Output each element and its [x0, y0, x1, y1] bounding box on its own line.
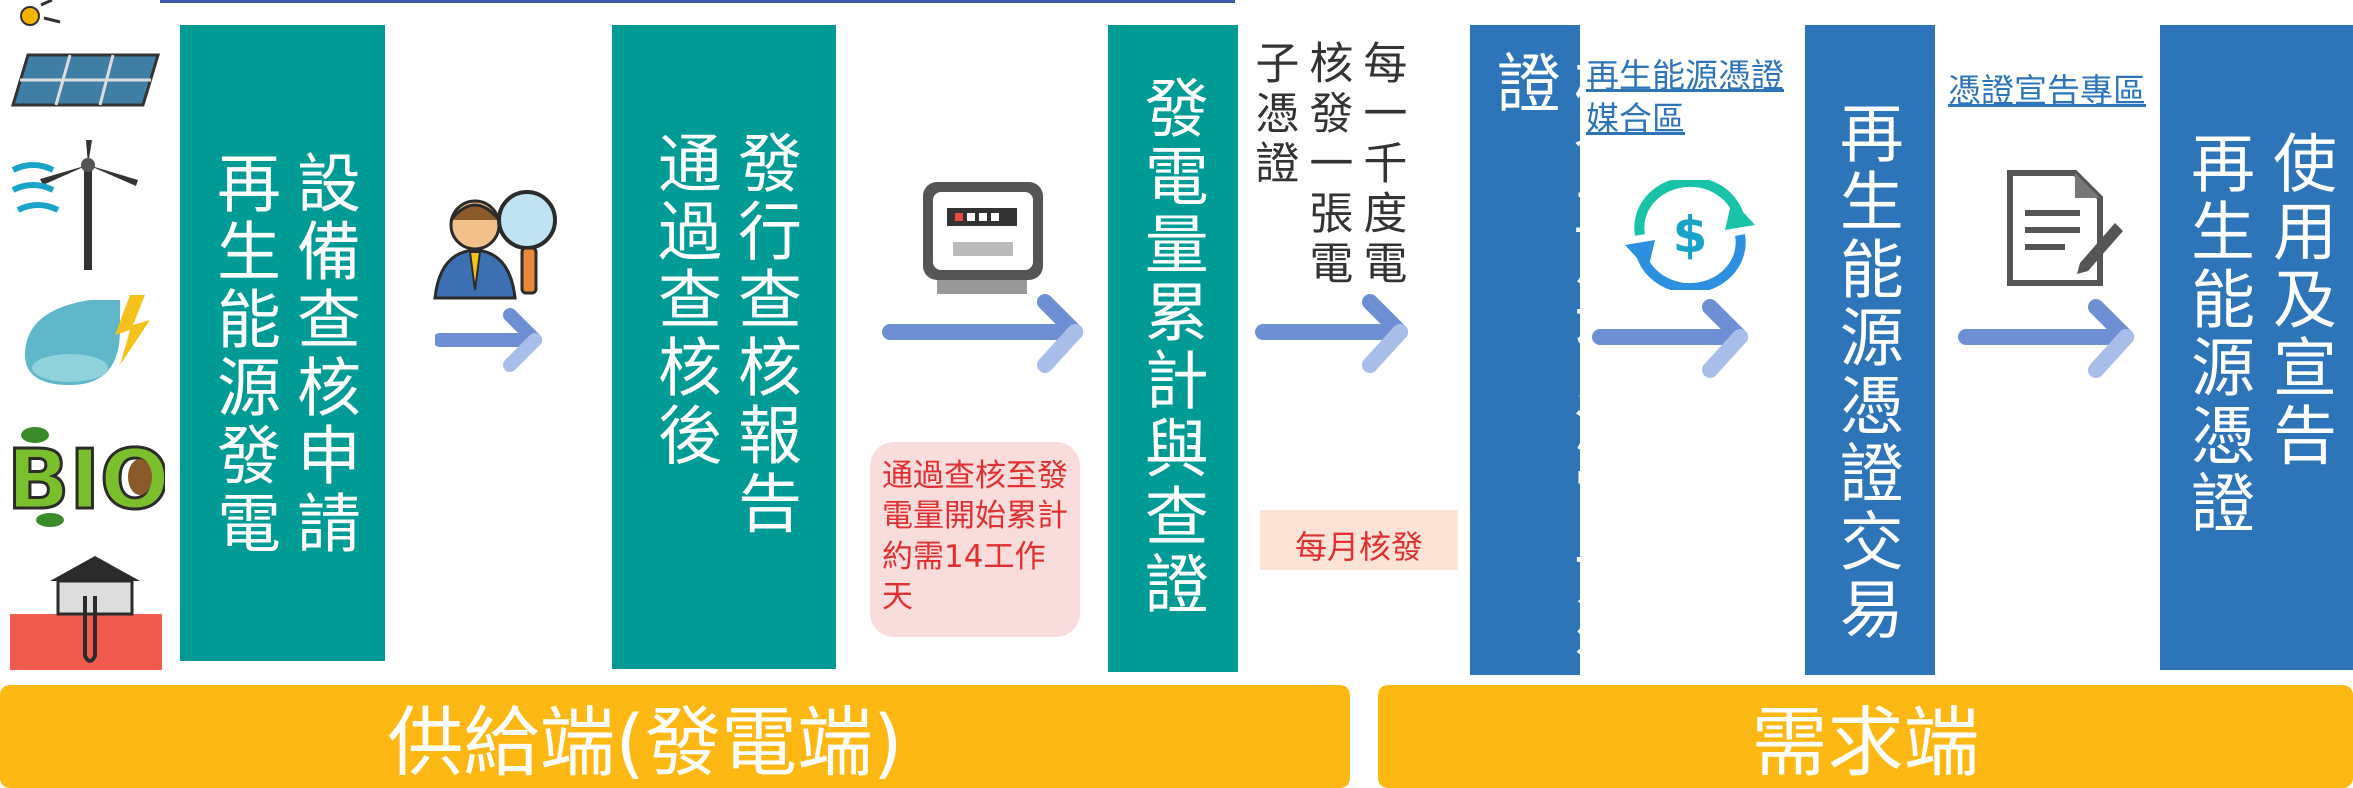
flow-arrow-1	[433, 300, 550, 380]
matching-link-line2: 媒合區	[1586, 98, 1685, 138]
electricity-meter-icon	[915, 180, 1050, 295]
currency-exchange-icon: $	[1620, 176, 1760, 294]
callout-monthly-issuance: 每月核發	[1260, 510, 1458, 570]
step6-line2: 使用及宣告	[2262, 130, 2336, 470]
callout-review-period: 通過查核至發電量開始累計約需14工作天	[870, 442, 1080, 637]
certificate-matching-area-link[interactable]: 再生能源憑證 媒合區	[1586, 55, 1784, 141]
flow-arrow-4	[1592, 295, 1757, 385]
flow-arrow-2	[880, 290, 1090, 380]
bio-icon: BIO	[5, 420, 171, 530]
geothermal-icon	[10, 556, 162, 670]
step3-text: 發電量累計與查證	[1133, 75, 1208, 619]
svg-text:$: $	[1673, 206, 1708, 264]
step1-line2: 設備查核申請	[286, 150, 360, 558]
note-per-1000-kwh-line3: 子憑證	[1247, 40, 1299, 190]
step2-line1: 通過查核後	[647, 130, 721, 470]
flow-arrow-3	[1255, 290, 1415, 380]
document-edit-icon	[2005, 168, 2125, 288]
step-issue-electronic-certificate: 核發再生能源電子憑證	[1470, 25, 1580, 675]
hydro-drop-icon	[20, 290, 160, 390]
step1-line1: 再生能源發電	[206, 150, 280, 558]
solar-panel-icon	[8, 0, 163, 110]
demand-side-label: 需求端	[1751, 698, 1980, 787]
top-divider-line	[160, 0, 1235, 3]
step-pass-audit-issue-report: 發行查核報告 通過查核後	[612, 25, 836, 669]
step4-text: 核發再生能源電子憑證	[1485, 50, 1580, 662]
step6-line1: 再生能源憑證	[2180, 130, 2254, 538]
step2-line2: 發行查核報告	[727, 130, 801, 538]
supply-side-bar: 供給端(發電端)	[0, 685, 1350, 788]
step-certificate-trading: 再生能源憑證交易	[1805, 25, 1935, 675]
demand-side-bar: 需求端	[1378, 685, 2353, 788]
note-per-1000-kwh-line1: 每一千度電	[1355, 40, 1407, 290]
step5-text: 再生能源憑證交易	[1828, 100, 1903, 644]
matching-link-line1: 再生能源憑證	[1586, 56, 1784, 95]
flow-arrow-5	[1958, 295, 2143, 385]
supply-side-label: 供給端(發電端)	[387, 698, 903, 787]
callout-monthly-text: 每月核發	[1294, 528, 1423, 566]
step-generation-accumulation-verification: 發電量累計與查證	[1108, 25, 1238, 672]
note-per-1000-kwh-line2: 核發一張電	[1301, 40, 1353, 290]
wind-turbine-icon	[8, 140, 163, 270]
callout-review-text: 通過查核至發電量開始累計約需14工作天	[882, 458, 1068, 615]
step-certificate-use-and-declaration: 使用及宣告 再生能源憑證	[2160, 25, 2353, 670]
inspector-magnifier-icon	[415, 180, 575, 300]
certificate-declaration-area-link[interactable]: 憑證宣告專區	[1948, 71, 2146, 110]
step-equipment-audit-application: 設備查核申請 再生能源發電	[180, 25, 385, 661]
